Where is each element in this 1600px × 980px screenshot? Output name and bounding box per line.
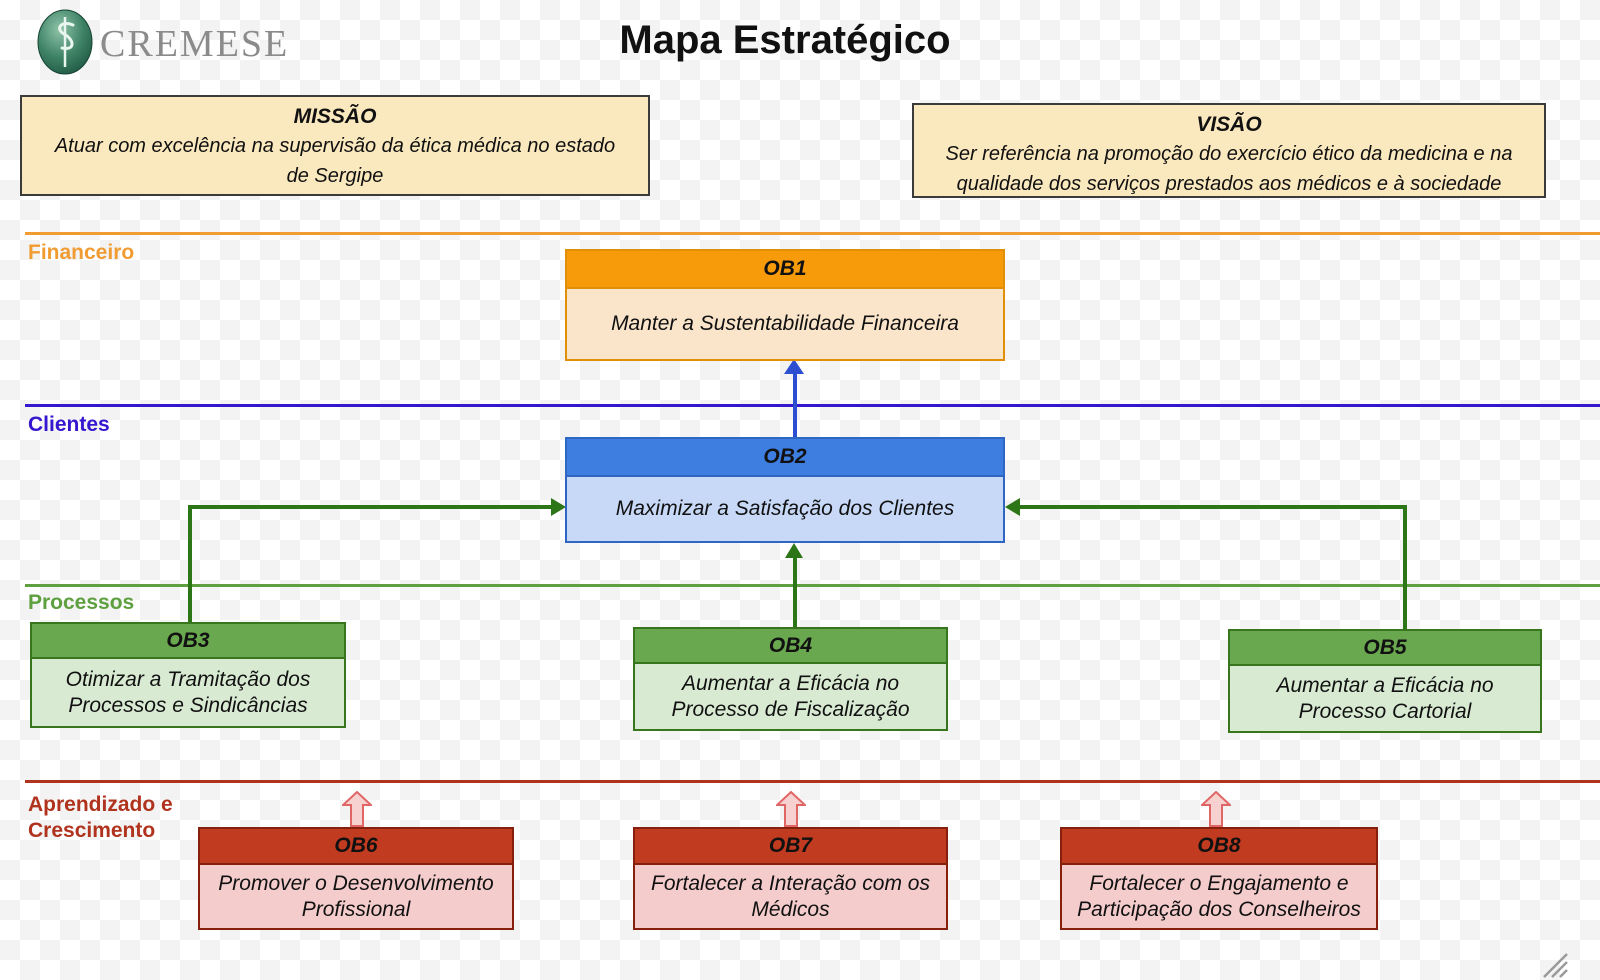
mission-text: Atuar com excelência na supervisão da ét… bbox=[54, 135, 616, 187]
objective-code-ob5: OB5 bbox=[1230, 631, 1540, 666]
vision-text: Ser referência na promoção do exercício … bbox=[945, 143, 1513, 195]
mission-box: MISSÃO Atuar com excelência na supervisã… bbox=[20, 95, 650, 196]
arrow-ob3-to-ob2-head bbox=[551, 498, 566, 516]
logo-wordmark: CREMESE bbox=[100, 23, 290, 65]
mission-title: MISSÃO bbox=[293, 105, 377, 128]
band-line-clientes bbox=[25, 404, 1600, 407]
arrow-ob2-to-ob1-head bbox=[784, 359, 804, 374]
block-arrow-ob8-icon bbox=[1201, 791, 1231, 827]
block-arrow-ob7-icon bbox=[776, 791, 806, 827]
arrow-ob5-to-ob2-vline bbox=[1403, 505, 1407, 629]
arrow-ob2-to-ob1-line bbox=[793, 373, 797, 437]
objective-code-ob2: OB2 bbox=[567, 439, 1003, 477]
objective-text-ob1: Manter a Sustentabilidade Financeira bbox=[567, 289, 1003, 359]
band-label-processos: Processos bbox=[28, 591, 135, 614]
band-line-processos bbox=[25, 584, 1600, 587]
vision-box: VISÃO Ser referência na promoção do exer… bbox=[912, 103, 1546, 198]
objective-box-ob7: OB7 Fortalecer a Interação com os Médico… bbox=[633, 827, 948, 930]
objective-text-ob3: Otimizar a Tramitação dos Processos e Si… bbox=[32, 659, 344, 726]
band-label-clientes: Clientes bbox=[28, 413, 110, 436]
objective-text-ob8: Fortalecer o Engajamento e Participação … bbox=[1062, 865, 1376, 928]
objective-text-ob2: Maximizar a Satisfação dos Clientes bbox=[567, 477, 1003, 541]
objective-text-ob5: Aumentar a Eficácia no Processo Cartoria… bbox=[1230, 666, 1540, 731]
arrow-ob4-to-ob2-line bbox=[793, 557, 797, 627]
objective-text-ob6: Promover o Desenvolvimento Profissional bbox=[200, 865, 512, 928]
band-line-financeiro bbox=[25, 232, 1600, 235]
band-label-financeiro: Financeiro bbox=[28, 241, 135, 264]
resize-grip-icon[interactable] bbox=[1536, 950, 1568, 978]
page-title: Mapa Estratégico bbox=[619, 18, 951, 62]
arrow-ob3-to-ob2-vline bbox=[188, 505, 192, 622]
objective-code-ob6: OB6 bbox=[200, 829, 512, 865]
band-label-aprendizado: Aprendizado e Crescimento bbox=[28, 793, 173, 842]
objective-box-ob2: OB2 Maximizar a Satisfação dos Clientes bbox=[565, 437, 1005, 543]
objective-box-ob6: OB6 Promover o Desenvolvimento Profissio… bbox=[198, 827, 514, 930]
objective-box-ob1: OB1 Manter a Sustentabilidade Financeira bbox=[565, 249, 1005, 361]
objective-box-ob8: OB8 Fortalecer o Engajamento e Participa… bbox=[1060, 827, 1378, 930]
objective-text-ob7: Fortalecer a Interação com os Médicos bbox=[635, 865, 946, 928]
objective-code-ob7: OB7 bbox=[635, 829, 946, 865]
block-arrow-ob6-icon bbox=[342, 791, 372, 827]
band-line-aprendizado bbox=[25, 780, 1600, 783]
arrow-ob5-to-ob2-hline bbox=[1019, 505, 1407, 509]
objective-code-ob1: OB1 bbox=[567, 251, 1003, 289]
objective-box-ob3: OB3 Otimizar a Tramitação dos Processos … bbox=[30, 622, 346, 728]
objective-code-ob3: OB3 bbox=[32, 624, 344, 659]
arrow-ob3-to-ob2-hline bbox=[188, 505, 552, 509]
objective-code-ob4: OB4 bbox=[635, 629, 946, 664]
objective-code-ob8: OB8 bbox=[1062, 829, 1376, 865]
cremese-logo-icon bbox=[37, 9, 93, 75]
arrow-ob4-to-ob2-head bbox=[785, 543, 803, 558]
vision-title: VISÃO bbox=[1196, 113, 1262, 136]
arrow-ob5-to-ob2-head bbox=[1005, 498, 1020, 516]
objective-box-ob5: OB5 Aumentar a Eficácia no Processo Cart… bbox=[1228, 629, 1542, 733]
objective-text-ob4: Aumentar a Eficácia no Processo de Fisca… bbox=[635, 664, 946, 729]
objective-box-ob4: OB4 Aumentar a Eficácia no Processo de F… bbox=[633, 627, 948, 731]
